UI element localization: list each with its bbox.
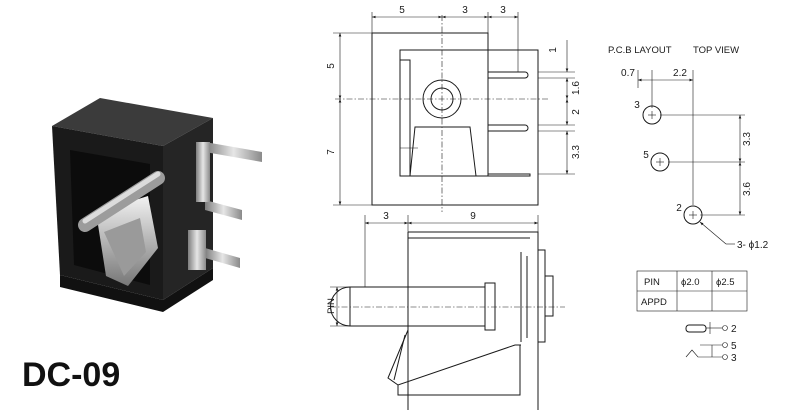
pcb-hole-3 <box>642 105 662 125</box>
front-dim-right-1: 1 <box>548 47 559 53</box>
pin-table-header-2-0: ϕ2.0 <box>681 277 700 288</box>
model-name: DC-09 <box>22 356 120 394</box>
pcb-pin-number-3: 3 <box>634 100 640 111</box>
pcb-dim-top-1: 0.7 <box>621 68 635 79</box>
pcb-layout-title: P.C.B LAYOUT <box>608 45 672 56</box>
pin-table-header-2-5: ϕ2.5 <box>716 277 735 288</box>
schematic-pin-2: 2 <box>731 324 737 335</box>
front-dim-top-3: 3 <box>500 5 506 16</box>
pcb-hole-2 <box>683 205 703 225</box>
pin-table-header-pin: PIN <box>644 277 660 288</box>
side-view <box>330 215 565 410</box>
pcb-hole-5 <box>650 152 670 172</box>
schematic-pin-3: 3 <box>731 353 737 364</box>
pcb-dim-right-1: 3.3 <box>742 132 753 146</box>
front-view <box>333 12 575 212</box>
front-dim-left-1: 5 <box>326 63 337 69</box>
pcb-pin-number-2: 2 <box>676 203 682 214</box>
side-dim-top-2: 9 <box>470 211 476 222</box>
front-dim-top-1: 5 <box>399 5 405 16</box>
front-dim-left-2: 7 <box>326 149 337 155</box>
jack-schematic-symbol <box>685 322 728 360</box>
front-dim-top-2: 3 <box>462 5 468 16</box>
schematic-pin-5: 5 <box>731 341 737 352</box>
top-view-label: TOP VIEW <box>693 45 739 56</box>
pin-table-row-appd: APPD <box>641 297 667 308</box>
front-dim-right-3: 2 <box>571 109 582 115</box>
front-dim-right-2: 1.6 <box>571 81 582 95</box>
pcb-hole-note: 3- ϕ1.2 <box>737 240 769 251</box>
pcb-dim-top-2: 2.2 <box>673 68 687 79</box>
front-dim-right-4: 3.3 <box>571 145 582 159</box>
pin-table <box>636 270 748 312</box>
pcb-pin-number-5: 5 <box>643 150 649 161</box>
side-dim-top-1: 3 <box>383 211 389 222</box>
pcb-dim-right-2: 3.6 <box>742 182 753 196</box>
product-photo <box>52 98 262 312</box>
pcb-layout <box>637 70 745 245</box>
pin-label: PIN <box>326 298 337 314</box>
